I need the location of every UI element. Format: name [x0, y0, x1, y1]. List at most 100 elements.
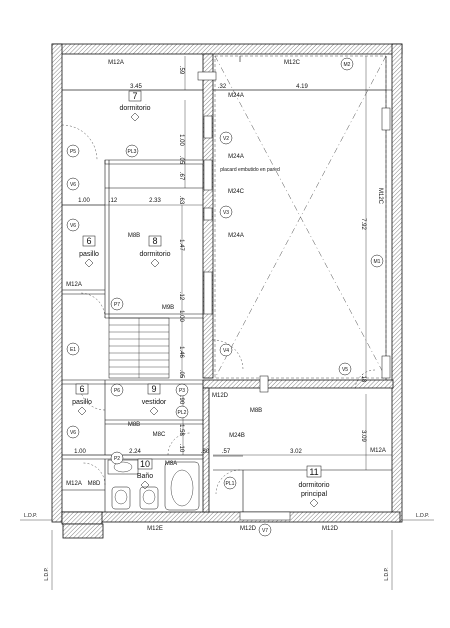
- dimension-value: 3.09: [360, 430, 366, 442]
- dimension-value: 1.00: [178, 134, 184, 146]
- room-6a-name: pasillo: [79, 251, 99, 258]
- dimension-values: 3.45 .59 .32 4.19 1.00 .05 .67 1.00 .12 …: [74, 66, 366, 455]
- element-tags: M2 V2 V3 M1 P5 PL3 V6 V6 P7 E1 V4 V5 P6 …: [66, 57, 384, 537]
- dimension-value: 3.45: [130, 84, 142, 90]
- room-11-number: 11: [309, 467, 318, 477]
- wall-bottom-left-step: [61, 511, 103, 525]
- stair: [108, 317, 170, 379]
- wall-right: [391, 43, 403, 523]
- room-8-name: dormitorio: [139, 251, 170, 258]
- wall-code: M12A: [370, 448, 386, 454]
- dimension-value: 1.00: [78, 198, 90, 204]
- wall-code: M12A: [66, 282, 82, 288]
- tag-pl2: PL2: [178, 410, 187, 416]
- tag-m2: M2: [344, 62, 351, 68]
- dimension-value: 4.19: [296, 84, 308, 90]
- dimension-value: .05: [178, 156, 184, 165]
- wall-bath-right: [202, 387, 210, 513]
- wall-code: M8D: [88, 481, 101, 487]
- wall-code: M9B: [162, 305, 174, 311]
- wall-code: M8B: [128, 422, 140, 428]
- tag-pl1: PL1: [226, 481, 235, 487]
- dimension-value: 1.58: [178, 424, 184, 436]
- ldp-mark-v1: L.D.P.: [44, 567, 50, 580]
- room-7-number: 7: [132, 91, 137, 101]
- tag-p7: P7: [114, 302, 120, 308]
- dimension-value: .32: [218, 84, 227, 90]
- stair-landing: [62, 523, 104, 539]
- wall-code: M12A: [108, 60, 124, 66]
- wall-code: M12E: [147, 526, 163, 532]
- tag-pl3: PL3: [128, 149, 137, 155]
- wall-code: M8C: [153, 432, 166, 438]
- dimension-value: .12: [109, 198, 118, 204]
- wall-code: M24A: [228, 154, 244, 160]
- bath-fixtures: [107, 459, 200, 511]
- tag-p3: P3: [179, 388, 185, 394]
- dimension-value: .18: [360, 374, 366, 383]
- tag-p5: P5: [70, 149, 76, 155]
- room-9-number: 9: [151, 384, 156, 394]
- room-labels: 7 dormitorio 8 dormitorio 6 pasillo 6 pa…: [72, 90, 330, 508]
- wall-code: M12C: [284, 60, 301, 66]
- wall-code: M24C: [228, 189, 245, 195]
- exterior-walls: [51, 43, 403, 539]
- dimension-value: .59: [178, 66, 184, 75]
- tag-p6: P6: [114, 388, 120, 394]
- room-10-name: Baño: [137, 473, 153, 480]
- dimension-value: 7.92: [360, 218, 366, 230]
- wall-code: M12D: [322, 526, 339, 532]
- dimension-value: 2.33: [149, 198, 161, 204]
- wall-code: M24B: [229, 433, 245, 439]
- interior-walls: [62, 56, 392, 512]
- wall-code: M12A: [66, 481, 82, 487]
- level-marks: L.D.P. L.D.P. L.D.P. L.D.P.: [24, 513, 429, 581]
- wall-code: M12D: [240, 526, 257, 532]
- window-markers: [197, 71, 391, 521]
- dimension-value: .10: [178, 444, 184, 453]
- dimension-value: 1.00: [74, 449, 86, 455]
- tag-v4: V4: [223, 348, 229, 354]
- dimension-lines: [20, 56, 434, 590]
- wall-code: M8A: [165, 461, 177, 467]
- wall-code: M24A: [228, 233, 244, 239]
- door-swings: [61, 124, 376, 495]
- tag-v2: V2: [223, 136, 229, 142]
- room-6b-name: pasillo: [72, 399, 92, 406]
- room-10-number: 10: [140, 459, 150, 469]
- tag-p2: P2: [114, 456, 120, 462]
- room-11-name2: principal: [301, 491, 328, 498]
- ldp-mark-v2: L.D.P.: [384, 567, 390, 580]
- tag-v7: V7: [262, 528, 268, 534]
- tag-e1: E1: [70, 347, 76, 353]
- tag-v6a: V6: [70, 182, 76, 188]
- room-7-name: dormitorio: [119, 105, 150, 112]
- wall-code: M8B: [250, 408, 262, 414]
- wall-code: M24A: [228, 93, 244, 99]
- wall-code: M8B: [128, 233, 140, 239]
- dimension-value: 1.46: [178, 346, 184, 358]
- bidet-icon: [139, 486, 159, 510]
- dimension-value: .80: [201, 449, 210, 455]
- wall-bottom: [61, 511, 401, 523]
- tag-v6c: V6: [70, 430, 76, 436]
- room-9-name: vestidor: [142, 399, 167, 406]
- dimension-value: 2.24: [129, 449, 141, 455]
- dimension-value: .12: [178, 292, 184, 301]
- bathtub-icon: [164, 461, 200, 511]
- dimension-value: .05: [178, 370, 184, 379]
- void-cross: [214, 55, 387, 379]
- wall-code: M12C: [377, 188, 383, 205]
- room-6a-number: 6: [86, 236, 91, 246]
- wall-code-labels: M12A M12C M24A M24A M24C M24A M8B M12A M…: [66, 60, 386, 532]
- tag-v6b: V6: [70, 223, 76, 229]
- dimension-value: 1.00: [178, 310, 184, 322]
- tag-v5: V5: [342, 367, 348, 373]
- ldp-mark-left: L.D.P.: [24, 513, 37, 519]
- dimension-value: .63: [178, 196, 184, 205]
- room-11-name: dormitorio: [298, 482, 329, 489]
- room-8-number: 8: [152, 236, 157, 246]
- wall-code: M12D: [212, 393, 229, 399]
- dimension-value: .57: [222, 449, 231, 455]
- wall-left: [51, 43, 63, 523]
